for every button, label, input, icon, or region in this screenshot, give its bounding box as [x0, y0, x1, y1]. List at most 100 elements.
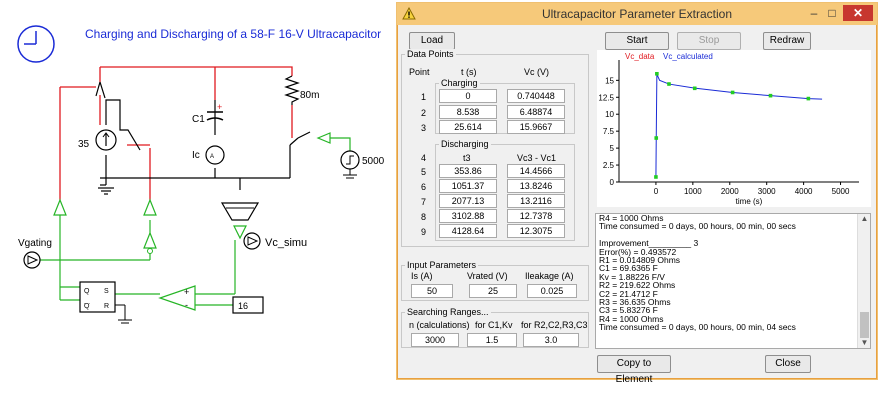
row-point: 4 [421, 153, 427, 163]
c1kv-label: for C1,Kv [475, 320, 513, 330]
discharging-vc-field[interactable]: 12.7378 [507, 209, 565, 223]
gate-buffer-mid [143, 198, 157, 216]
capacitor-plus: + [217, 102, 222, 112]
load-data-button[interactable]: Load Data [409, 32, 455, 62]
legend-vc-calculated: Vc_calculated [663, 52, 713, 61]
log-line: Error(%) = 0.493572 [599, 246, 677, 257]
charging-vc-field[interactable]: 0.740448 [507, 89, 565, 103]
input-params-title: Input Parameters [405, 260, 479, 270]
is-field[interactable]: 50 [411, 284, 453, 298]
charging-t-field[interactable]: 8.538 [439, 105, 497, 119]
svg-text:A: A [210, 154, 214, 160]
data-points-title: Data Points [405, 49, 456, 59]
start-calculating-button[interactable]: Start Calculating [605, 32, 669, 62]
discharging-t-field[interactable]: 4128.64 [439, 224, 497, 238]
discharging-t-field[interactable]: 353.86 [439, 164, 497, 178]
data-point-vc-data [655, 71, 659, 76]
charging-t-field[interactable]: 25.614 [439, 120, 497, 134]
row-point: 6 [421, 182, 427, 192]
red-wiring [59, 66, 293, 200]
col-t3-header: t3 [463, 153, 471, 163]
sr-flipflop [79, 281, 132, 324]
x-tick-label: 3000 [758, 187, 776, 196]
charging-vc-field[interactable]: 6.48874 [507, 105, 565, 119]
log-line: C2 = 21.4712 F [599, 288, 658, 299]
discharging-vc-field[interactable]: 13.8246 [507, 179, 565, 193]
x-tick-label: 2000 [721, 187, 739, 196]
log-line: C1 = 69.6365 F [599, 263, 658, 274]
is-label: Is (A) [411, 271, 433, 281]
x-tick-label: 4000 [795, 187, 813, 196]
charging-t-field[interactable]: 0 [439, 89, 497, 103]
vgating-label: Vgating [18, 238, 52, 249]
y-tick-label: 10 [605, 110, 614, 119]
current-sensor-label: Ic [192, 150, 200, 161]
discharging-vc-field[interactable]: 12.3075 [507, 224, 565, 238]
const-16-label: 16 [238, 301, 248, 311]
close-button[interactable]: Close [765, 355, 811, 373]
row-point: 2 [421, 108, 427, 118]
charging-vc-field[interactable]: 15.9667 [507, 120, 565, 134]
black-wiring [95, 81, 299, 195]
ff-q: Q [84, 288, 90, 295]
gate-inverter [143, 231, 157, 249]
maximize-button[interactable]: □ [828, 6, 836, 20]
discharging-vc-field[interactable]: 13.2116 [507, 194, 565, 208]
minimize-button[interactable]: – [810, 6, 818, 20]
window-close-button[interactable]: ✕ [843, 5, 873, 21]
copy-to-element-button[interactable]: Copy to Element [597, 355, 671, 385]
discharging-vc-field[interactable]: 14.4566 [507, 164, 565, 178]
y-tick-label: 2.5 [603, 161, 615, 170]
r-range-label: for R2,C2,R3,C3 [521, 320, 588, 330]
ff-qbar: Q [84, 303, 90, 310]
redraw-button[interactable]: Redraw [763, 32, 811, 50]
n-field[interactable]: 3000 [411, 333, 459, 347]
input-params-group [401, 265, 589, 301]
y-tick-label: 7.5 [603, 127, 615, 136]
comparator-plus: + [184, 287, 189, 297]
series-line-vc-calculated [655, 74, 823, 177]
vc-simu-label: Vc_simu [265, 237, 307, 249]
charging-group [435, 83, 575, 134]
search-ranges-group [401, 312, 589, 348]
ileak-field[interactable]: 0.025 [527, 284, 577, 298]
scroll-thumb[interactable] [860, 312, 869, 338]
comparator [158, 285, 196, 311]
discharging-t-field[interactable]: 1051.37 [439, 179, 497, 193]
log-line: Improvement_________ 3 [599, 238, 699, 249]
vrated-field[interactable]: 25 [469, 284, 517, 298]
const-16-block [232, 296, 264, 314]
comparator-minus: - [185, 300, 188, 310]
discharging-t-field[interactable]: 2077.13 [439, 194, 497, 208]
discharging-group [435, 144, 575, 241]
c1kv-field[interactable]: 1.5 [467, 333, 517, 347]
scroll-up-arrow[interactable]: ▲ [860, 214, 869, 223]
data-points-group [401, 54, 589, 247]
log-line: C3 = 5.83276 F [599, 305, 658, 316]
discharging-t-field[interactable]: 3102.88 [439, 209, 497, 223]
charging-title: Charging [439, 78, 480, 88]
log-line: Kv = 1.88226 F/V [599, 271, 665, 282]
gate-buffer-left [53, 198, 67, 216]
log-scrollbar[interactable]: ▲ ▼ [857, 214, 870, 348]
data-point-vc-data [768, 93, 773, 98]
row-point: 7 [421, 197, 427, 207]
schematic-title: Charging and Discharging of a 58-F 16-V … [85, 27, 381, 41]
data-point-vc-data [692, 86, 697, 91]
row-point: 3 [421, 123, 427, 133]
vgating-probe [23, 251, 41, 269]
data-point-vc-data [730, 90, 735, 95]
scroll-down-arrow[interactable]: ▼ [860, 337, 869, 347]
current-source-label: 35 [78, 139, 90, 150]
data-point-vc-data [806, 96, 811, 101]
row-point: 5 [421, 167, 427, 177]
log-line: R2 = 219.622 Ohms [599, 280, 676, 291]
ff-s: S [104, 288, 109, 295]
stop-calculating-button[interactable]: Stop Calculating [677, 32, 741, 62]
green-wiring [40, 215, 236, 306]
y-tick-label: 0 [610, 178, 615, 187]
y-tick-label: 5 [610, 144, 615, 153]
r-range-field[interactable]: 3.0 [523, 333, 579, 347]
